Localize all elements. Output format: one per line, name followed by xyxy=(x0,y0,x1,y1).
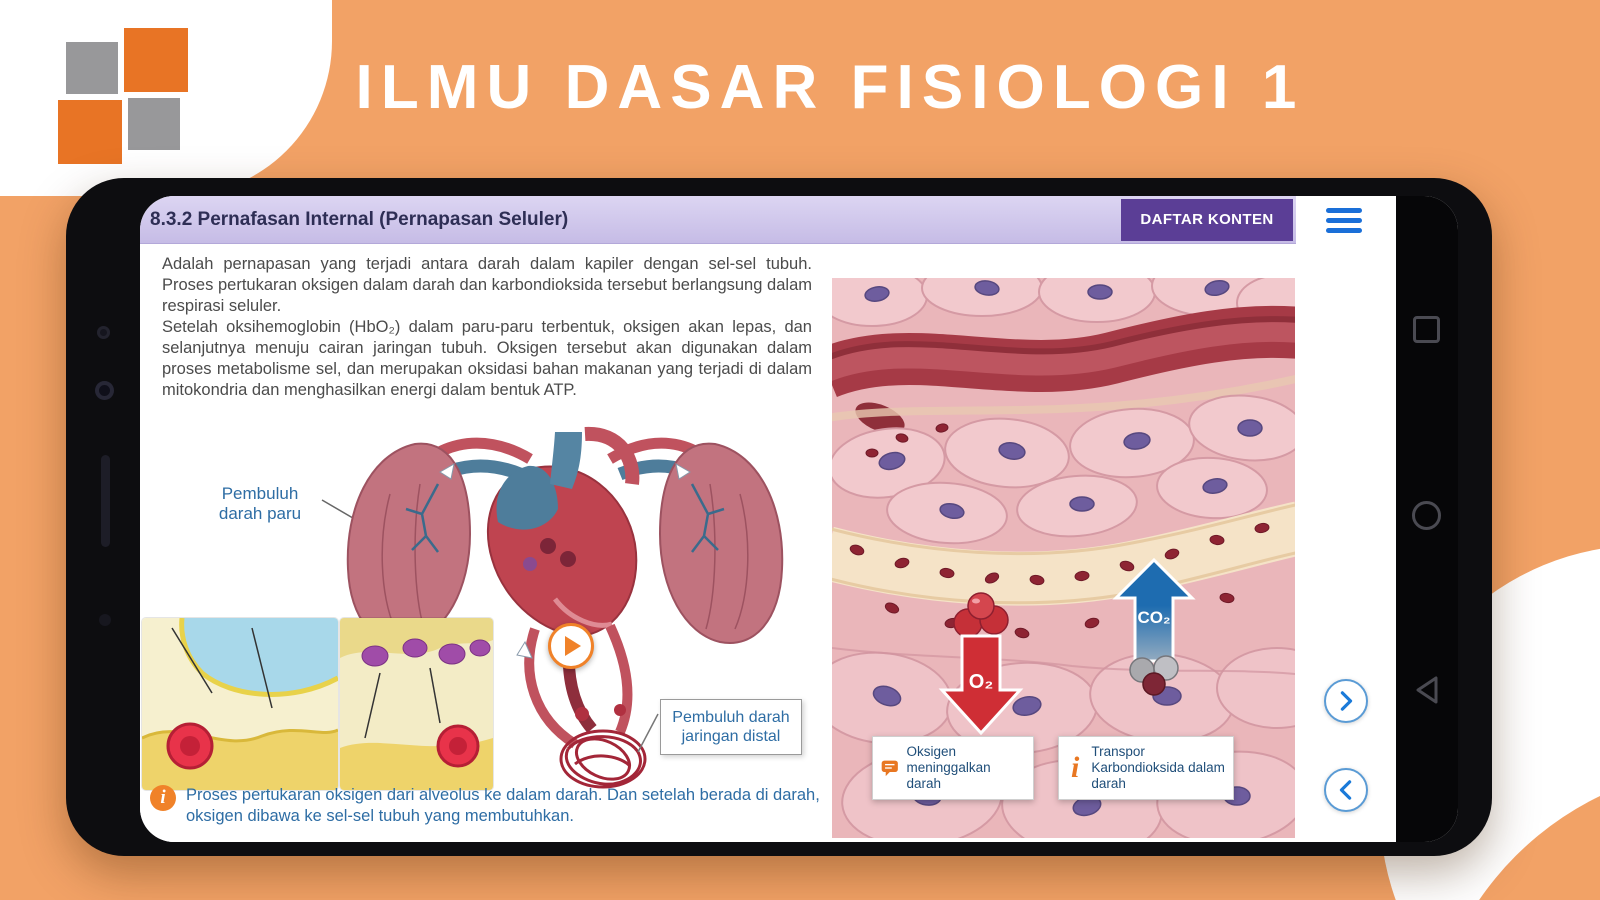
app-main-area: 8.3.2 Pernafasan Internal (Pernapasan Se… xyxy=(140,196,1296,842)
paragraph-2: Setelah oksihemoglobin (HbO₂) dalam paru… xyxy=(162,318,812,399)
info-note: i Proses pertukaran oksigen dari alveolu… xyxy=(150,785,828,827)
earpiece-speaker xyxy=(101,455,110,547)
caption-text: Transpor Karbondioksida dalam darah xyxy=(1091,744,1225,791)
back-button[interactable] xyxy=(1412,675,1442,705)
app-content: Adalah pernapasan yang terjadi antara da… xyxy=(140,244,1296,842)
hamburger-bar xyxy=(1326,228,1362,233)
text-illustration-panel: Adalah pernapasan yang terjadi antara da… xyxy=(140,244,832,842)
banner-title: ILMU DASAR FISIOLOGI 1 xyxy=(355,53,1305,122)
caption-oxygen-leaves-blood: Oksigen meninggalkan darah xyxy=(872,736,1034,800)
alveolus-closeup-image xyxy=(142,618,338,790)
logo-square-gray-1 xyxy=(66,42,118,94)
play-icon xyxy=(565,636,581,656)
logo-square-orange-2 xyxy=(58,100,122,164)
light-sensor xyxy=(99,614,111,626)
home-button[interactable] xyxy=(1412,501,1441,530)
side-rail xyxy=(1296,196,1396,842)
lung-vessel-label: Pembuluh darah paru xyxy=(218,484,302,523)
o2-molecules xyxy=(953,592,1009,638)
o2-label: O₂ xyxy=(969,671,993,693)
front-camera xyxy=(95,381,114,400)
paragraph-1: Adalah pernapasan yang terjadi antara da… xyxy=(162,255,812,315)
front-sensor xyxy=(97,326,110,339)
next-page-button[interactable] xyxy=(1324,679,1368,723)
recents-button[interactable] xyxy=(1413,316,1440,343)
chevron-left-icon xyxy=(1339,780,1352,800)
phone-mockup: 8.3.2 Pernafasan Internal (Pernapasan Se… xyxy=(66,178,1492,856)
app-header: 8.3.2 Pernafasan Internal (Pernapasan Se… xyxy=(140,196,1296,244)
logo-square-gray-2 xyxy=(128,98,180,150)
comment-icon xyxy=(881,760,898,777)
chevron-right-icon xyxy=(1340,691,1353,711)
caption-co2-transport: i Transpor Karbondioksida dalam darah xyxy=(1058,736,1234,800)
co2-arrow xyxy=(1112,557,1196,663)
prev-page-button[interactable] xyxy=(1324,768,1368,812)
info-text: Proses pertukaran oksigen dari alveolus … xyxy=(186,786,820,825)
info-italic-icon: i xyxy=(1071,751,1080,784)
logo-square-orange-1 xyxy=(124,28,188,92)
caption-text: Oksigen meninggalkan darah xyxy=(906,744,991,791)
app-screen: 8.3.2 Pernafasan Internal (Pernapasan Se… xyxy=(140,196,1458,842)
page-title: 8.3.2 Pernafasan Internal (Pernapasan Se… xyxy=(150,208,569,230)
o2-arrow xyxy=(938,634,1024,736)
hamburger-bar xyxy=(1326,218,1362,223)
daftar-konten-button[interactable]: DAFTAR KONTEN xyxy=(1121,198,1293,241)
co2-molecules xyxy=(1129,655,1179,696)
hamburger-bar xyxy=(1326,208,1362,213)
cell-respiration-panel: O₂ CO₂ xyxy=(832,244,1296,842)
hamburger-icon[interactable] xyxy=(1326,208,1362,238)
body-text: Adalah pernapasan yang terjadi antara da… xyxy=(162,254,812,401)
tissue-closeup-image xyxy=(340,618,493,790)
heart-lung-illustration xyxy=(321,426,784,789)
android-nav-bar xyxy=(1396,196,1458,842)
co2-label: CO₂ xyxy=(1137,608,1170,627)
info-icon: i xyxy=(150,785,176,811)
distal-vessel-label: Pembuluh darah jaringan distal xyxy=(660,699,802,755)
play-button[interactable] xyxy=(548,623,594,669)
